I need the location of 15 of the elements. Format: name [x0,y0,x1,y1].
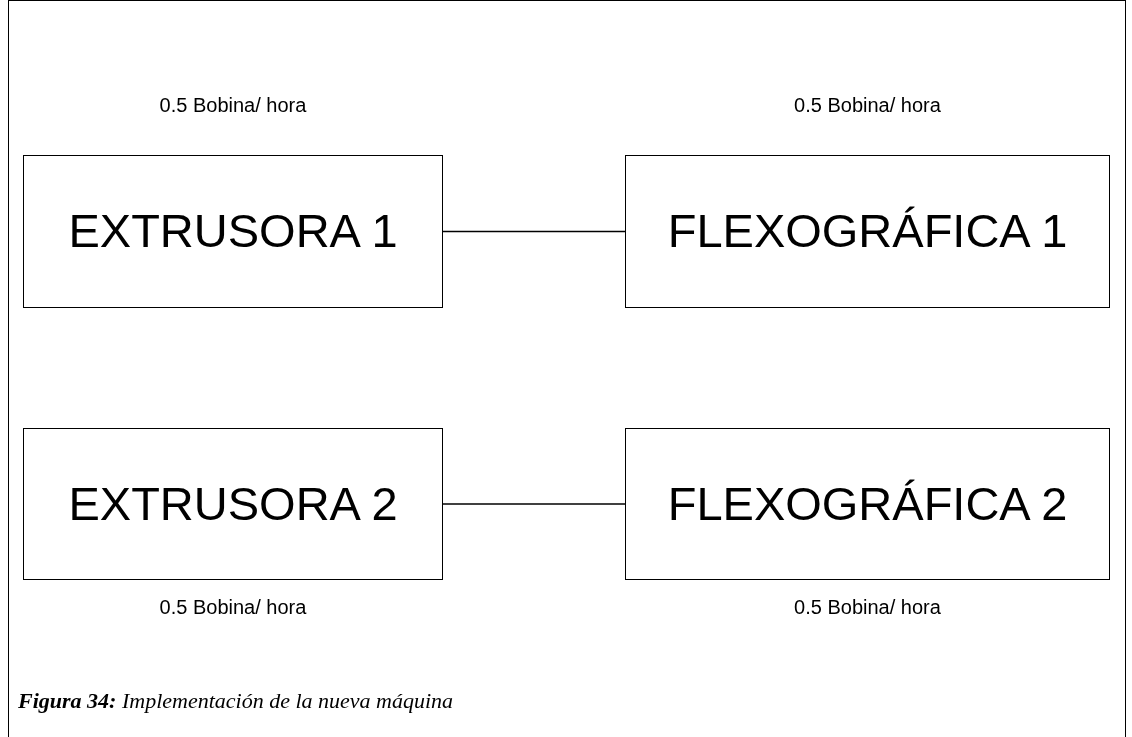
rate-label: 0.5 Bobina/ hora [158,93,308,118]
rate-label: 0.5 Bobina/ hora [158,595,308,620]
node-label: EXTRUSORA 2 [68,475,398,532]
rate-label: 0.5 Bobina/ hora [793,93,942,118]
process-box [625,428,1110,580]
process-box [23,428,443,580]
node-label: FLEXOGRÁFICA 2 [667,475,1068,532]
process-box [625,155,1110,308]
process-box [23,155,443,308]
node-label: FLEXOGRÁFICA 1 [667,203,1068,260]
connector-line [442,503,626,505]
figure-caption: Figura 34: Implementación de la nueva máquina [18,687,454,715]
node-label: EXTRUSORA 1 [68,203,398,260]
connector-line [442,230,626,233]
rate-label: 0.5 Bobina/ hora [793,595,942,620]
